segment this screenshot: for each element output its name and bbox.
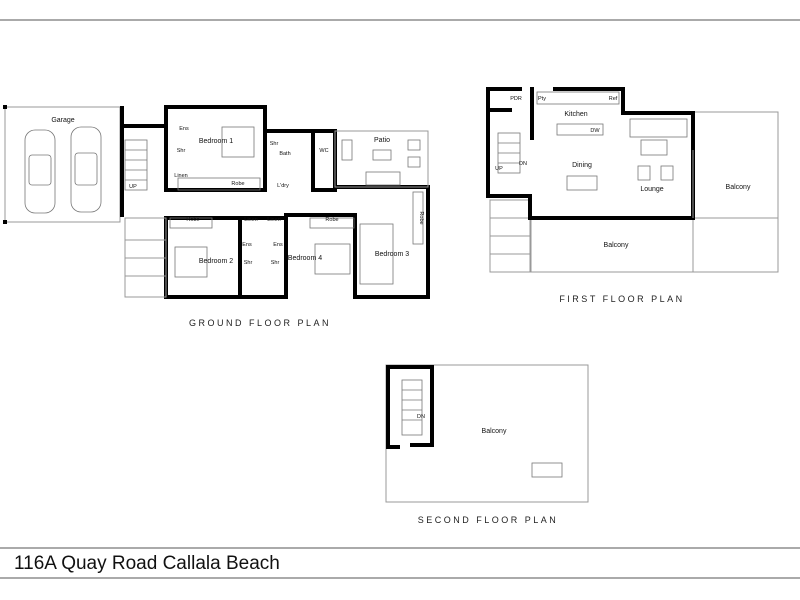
dining-table xyxy=(566,175,598,191)
bed-icon xyxy=(174,246,208,278)
room-label-laundry: L'dry xyxy=(277,183,289,189)
car-icon xyxy=(70,126,102,213)
room-label-lounge: Lounge xyxy=(640,186,663,193)
room-label-robe-1: Robe xyxy=(231,181,244,187)
room-label-bedroom-4: Bedroom 4 xyxy=(288,255,322,262)
balcony-bottom-outline xyxy=(530,217,779,273)
room-label-linen-2: Linen xyxy=(244,217,257,223)
room-label-shower-1: Shr xyxy=(177,148,186,154)
bed-icon xyxy=(314,243,351,275)
stair-label-up: UP xyxy=(129,184,137,190)
room-label-shower-2: Shr xyxy=(244,260,253,266)
kitchen-bench xyxy=(536,91,620,105)
label-refrigerator: Ref xyxy=(609,96,618,102)
room-label-bath-shower: Shr xyxy=(270,141,279,147)
bed-icon xyxy=(359,223,394,285)
property-address: 116A Quay Road Callala Beach xyxy=(14,553,280,574)
room-label-bath: Bath xyxy=(279,151,290,157)
room-label-balcony: Balcony xyxy=(482,428,507,435)
ground-floor-plan: Garage Ens Shr Linen Bedroom 1 Robe Shr … xyxy=(3,105,430,328)
room-label-wc: WC xyxy=(319,148,328,154)
room-label-kitchen: Kitchen xyxy=(564,111,587,118)
balcony-right-outline xyxy=(692,111,779,273)
stair-label-up: UP xyxy=(495,166,503,172)
room-label-balcony-right: Balcony xyxy=(726,184,751,191)
bed-icon xyxy=(221,126,255,158)
room-label-bedroom-2: Bedroom 2 xyxy=(199,258,233,265)
stair-label-down: DN xyxy=(519,161,527,167)
ground-floor-plan-title: GROUND FLOOR PLAN xyxy=(189,318,331,328)
stair-icon xyxy=(124,139,148,191)
kitchen-island xyxy=(556,123,604,136)
garage-outline xyxy=(4,106,121,223)
room-label-linen-1: Linen xyxy=(174,173,187,179)
first-floor-plan: PDR Pty Ref Kitchen DW UP DN Dining Loun… xyxy=(486,87,779,478)
first-floor-plan-title: FIRST FLOOR PLAN xyxy=(559,294,684,304)
room-label-balcony-bottom: Balcony xyxy=(604,242,629,249)
stair-label-down: DN xyxy=(417,414,425,420)
room-label-bedroom-1: Bedroom 1 xyxy=(199,138,233,145)
label-dishwasher: DW xyxy=(590,128,600,134)
car-icon xyxy=(24,129,56,214)
second-floor-plan-title: SECOND FLOOR PLAN xyxy=(418,515,559,525)
room-label-ensuite-2: Ens xyxy=(242,242,252,248)
stair-icon xyxy=(401,379,423,436)
room-label-robe-2: Robe xyxy=(186,217,199,223)
room-label-robe-3: Robe xyxy=(418,211,424,224)
room-label-bedroom-3: Bedroom 3 xyxy=(375,251,409,258)
room-label-powder-room: PDR xyxy=(510,96,522,102)
outdoor-table xyxy=(531,462,563,478)
room-label-linen-3: Linen xyxy=(267,217,280,223)
room-label-shower-4: Shr xyxy=(271,260,280,266)
room-label-patio: Patio xyxy=(374,137,390,144)
room-label-ensuite-1: Ens xyxy=(179,126,189,132)
room-label-garage: Garage xyxy=(51,117,74,124)
room-label-dining: Dining xyxy=(572,162,592,169)
second-floor-plan: DN Balcony SECOND FLOOR PLAN xyxy=(385,364,589,525)
room-label-pantry: Pty xyxy=(538,96,546,102)
room-label-robe-4: Robe xyxy=(325,217,338,223)
room-label-ensuite-4: Ens xyxy=(273,242,283,248)
patio-outline xyxy=(334,130,429,188)
